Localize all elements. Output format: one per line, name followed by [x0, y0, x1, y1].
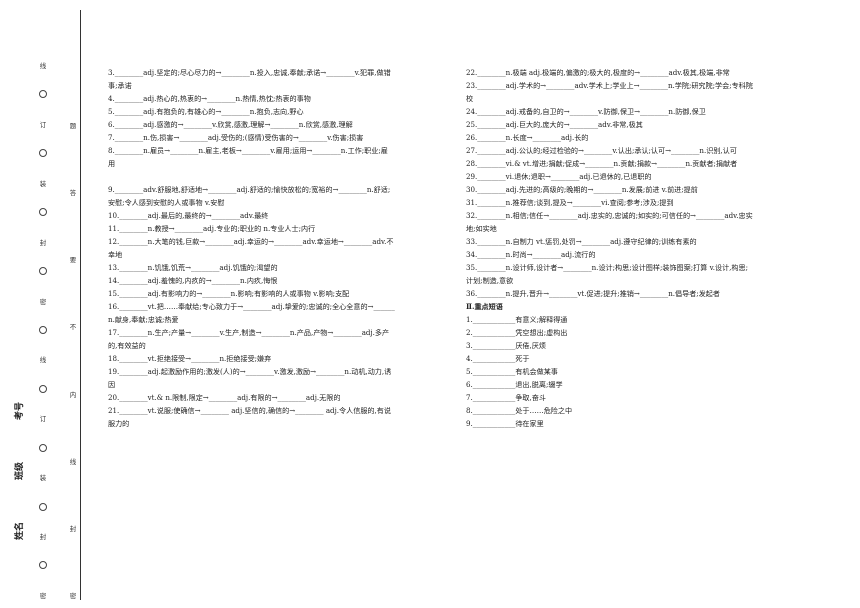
- vocab-item: 12.________n.大笔的钱,巨款→________adj.幸运的→___…: [108, 237, 394, 246]
- seal-char: 密: [39, 591, 47, 600]
- vocab-item: 31.________n.推荐信;谈到,提及→________vi.查阅;参考;…: [466, 198, 674, 207]
- vocab-item: 15.________adj.有影响力的→________n.影响;有影响的人或…: [108, 289, 350, 298]
- vocab-item: 25.________adj.巨大的,庞大的→________adv.非常,极其: [466, 120, 643, 129]
- vocab-item: 16.________vt.把……奉献给;专心致力于→________adj.挚…: [108, 302, 395, 311]
- student-info: 考号 班级 姓名: [8, 380, 34, 580]
- binding-divider: [80, 10, 81, 600]
- vocab-item: [108, 170, 448, 183]
- vocab-item: 22.________n.极端 adj.极端的,偏激的;极大的,极度的→____…: [466, 68, 730, 77]
- vocab-item: 34.________n.时尚→________adj.流行的: [466, 250, 596, 259]
- vocab-item: 36.________n.提升,晋升→________vt.促进;提升;推销→_…: [466, 289, 720, 298]
- vocab-item: 10.________adj.最后的,最终的→________adv.最终: [108, 211, 269, 220]
- phrase-section-title: Ⅱ.重点短语: [466, 302, 503, 311]
- circle-icon: [39, 325, 47, 334]
- vocab-item: 4.________adj.热心的,热衷的→________n.热情,热忱;热衷…: [108, 94, 311, 103]
- vocab-item: 17.________n.生产;产量→________v.生产,制造→_____…: [108, 328, 390, 337]
- circle-icon: [39, 90, 47, 99]
- vocab-item: 29.________vi.退休;退职→________adj.已退休的,已退职…: [466, 172, 652, 181]
- phrase-item: 9.____________待在家里: [466, 419, 544, 428]
- circle-icon: [39, 384, 47, 393]
- inner-seal-column: 题 答 要 不 内 线 封 密: [68, 120, 78, 600]
- vocab-item: 6.________adj.感激的→________v.欣赏,感激,理解→___…: [108, 120, 353, 129]
- vocab-item: 安慰;令人感到安慰的人或事物 v.安慰: [108, 198, 225, 207]
- id-label: 考号: [15, 401, 25, 420]
- vocab-item: 30.________adj.先进的;高级的;晚期的→________n.发展;…: [466, 185, 698, 194]
- vocab-item: 19.________adj.起激励作用的;激发(人)的→________v.激…: [108, 367, 392, 376]
- phrase-item: 4.____________死于: [466, 354, 530, 363]
- vocab-item: 8.________n.雇员→________n.雇主,老板→________v…: [108, 146, 388, 155]
- phrase-item: 7.____________争取,奋斗: [466, 393, 546, 402]
- phrase-item: 6.____________退出,脱离;辍学: [466, 380, 563, 389]
- class-label: 班级: [15, 461, 25, 480]
- vocab-item: 用: [108, 159, 116, 168]
- inner-char: 要: [69, 256, 77, 265]
- seal-char: 订: [39, 120, 47, 129]
- circle-icon: [39, 561, 47, 570]
- vocab-item: 21.________vt.说服;使确信→________ adj.坚信的,确信…: [108, 406, 391, 415]
- vocab-item: 28.________vi.& vt.增进;捐献;促成→________n.贡献…: [466, 159, 738, 168]
- phrase-list: 1.____________有意义;解释得通 2.____________凭空想出…: [466, 313, 838, 430]
- vocab-item: 5.________adj.有抱负的,有雄心的→________n.抱负,志向,…: [108, 107, 304, 116]
- vocab-item: 26.________n.长度→________adj.长的: [466, 133, 589, 142]
- phrase-item: 3.____________厌倦,厌烦: [466, 341, 546, 350]
- vocab-item: 24.________adj.戒备的,自卫的→________v.防御,保卫→_…: [466, 107, 706, 116]
- seal-char: 订: [39, 415, 47, 424]
- vocab-item: 校: [466, 94, 474, 103]
- inner-char: 题: [69, 122, 77, 130]
- inner-char: 封: [69, 524, 77, 533]
- seal-char: 密: [39, 297, 47, 306]
- seal-char: 装: [39, 474, 47, 483]
- vocab-item: 27.________adj.公认的;经过检验的→________v.认出;承认…: [466, 146, 737, 155]
- vocab-item: 20.________vt.& n.限制,限定→________adj.有限的→…: [108, 393, 341, 402]
- seal-char: 线: [39, 62, 47, 70]
- inner-char: 不: [69, 323, 77, 332]
- seal-line-column: 线 订 装 封 密 线 订 装 封 密: [36, 60, 50, 600]
- vocab-item: 9.________adv.舒服地,舒适地→________adj.舒适的;愉快…: [108, 185, 391, 194]
- inner-char: 内: [69, 390, 77, 399]
- vocab-item: 因: [108, 380, 116, 389]
- vocab-item: 35.________n.设计师,设计者→________n.设计;构思;设计图…: [466, 263, 749, 272]
- vocab-item: 服力的: [108, 419, 130, 428]
- vocab-item: n.献身,奉献;忠诚;热爱: [108, 315, 179, 324]
- seal-char: 封: [39, 533, 47, 541]
- inner-char: 线: [69, 457, 77, 466]
- vocab-item: 14.________adj.羞愧的,内疚的→________n.内疚,悔恨: [108, 276, 278, 285]
- vocab-item: 幸地: [108, 250, 123, 259]
- seal-char: 线: [39, 356, 47, 365]
- right-column: 22.________n.极端 adj.极端的,偏激的;极大的,极度的→____…: [466, 66, 838, 430]
- vocab-item: 33.________n.自制力 vt.惩罚,处罚→________adj.遵守…: [466, 237, 697, 246]
- vocab-item: 3.________adj.坚定的;尽心尽力的→________n.投入,忠诚,…: [108, 68, 391, 77]
- phrase-item: 2.____________凭空想出;虚构出: [466, 328, 568, 337]
- vocab-item: 18.________vt.拒绝接受→________n.拒绝接受;嫌弃: [108, 354, 272, 363]
- circle-icon: [39, 502, 47, 511]
- name-label: 姓名: [15, 521, 25, 540]
- circle-icon: [39, 208, 47, 217]
- phrase-item: 5.____________有机会做某事: [466, 367, 558, 376]
- circle-icon: [39, 267, 47, 276]
- inner-char: 密: [69, 591, 77, 600]
- vocab-item: 32.________n.相信;信任→________adj.忠实的,忠诚的;如…: [466, 211, 753, 220]
- circle-icon: [39, 149, 47, 158]
- vocab-item: 的,有效益的: [108, 341, 146, 350]
- vocab-item: 地;如实地: [466, 224, 497, 233]
- phrase-item: 8.____________处于……危险之中: [466, 406, 573, 415]
- vocab-list-right: 22.________n.极端 adj.极端的,偏激的;极大的,极度的→____…: [466, 66, 838, 300]
- inner-char: 答: [69, 189, 77, 198]
- seal-char: 装: [39, 179, 47, 188]
- left-column: 3.________adj.坚定的;尽心尽力的→________n.投入,忠诚,…: [108, 66, 448, 430]
- vocab-item: 计划;制造,意欲: [466, 276, 514, 285]
- vocab-item: 事;承诺: [108, 81, 132, 90]
- circle-icon: [39, 443, 47, 452]
- vocab-item: 13.________n.饥饿,饥荒→________adj.饥饿的;渴望的: [108, 263, 278, 272]
- vocab-item: 11.________n.教授→________adj.专业的;职业的 n.专业…: [108, 224, 316, 233]
- vocab-item: 7.________n.伤,损害→________adj.受伤的;(感情)受伤害…: [108, 133, 364, 142]
- binding-margin: 线 订 装 封 密 线 订 装 封 密 题 答 要 不 内 线 封 密 考号 班…: [0, 0, 81, 608]
- vocab-item: 23.________adj.学术的→________adv.学术上;学业上→_…: [466, 81, 753, 90]
- seal-char: 封: [39, 238, 47, 247]
- phrase-item: 1.____________有意义;解释得通: [466, 315, 568, 324]
